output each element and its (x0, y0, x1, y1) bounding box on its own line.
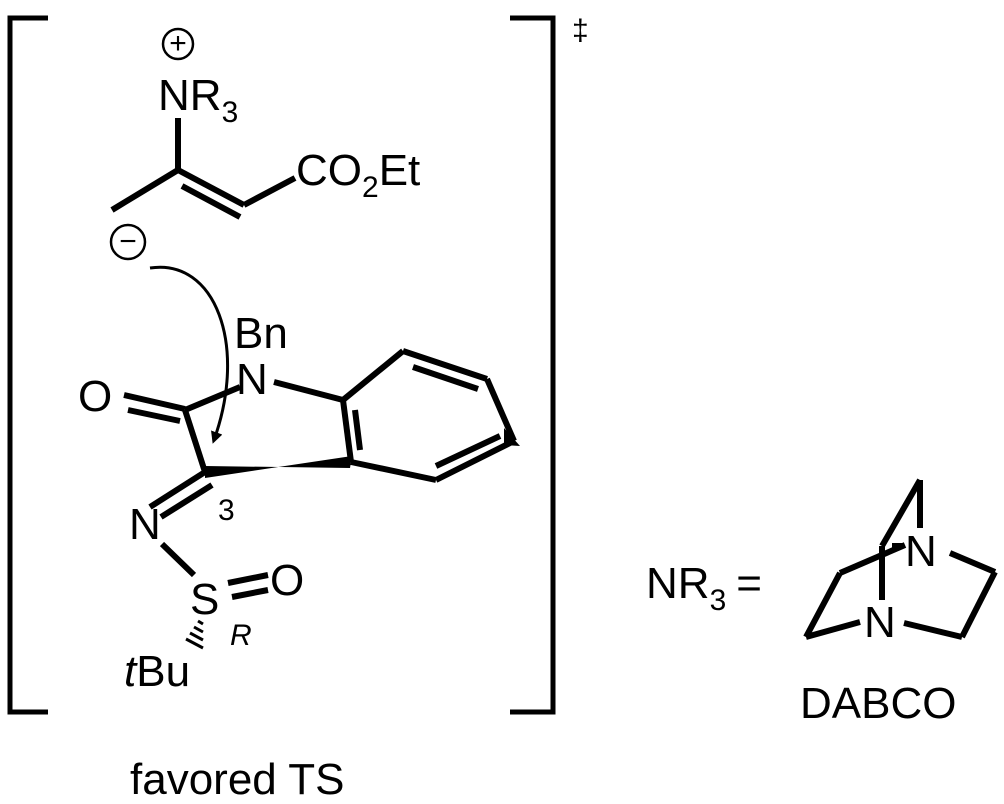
bond-n-c7a (273, 379, 344, 403)
bond-c-ester (242, 175, 297, 208)
dabco-definition: NR3= N N DABCO (646, 478, 998, 728)
ammonium-label: NR3 (158, 71, 238, 129)
wedge-c3-c3a (205, 456, 352, 478)
bond-c3-n-double-a (148, 469, 207, 510)
bond-c2-n (183, 384, 242, 413)
imine-n-label: N (129, 500, 161, 549)
carbonyl-o-label: O (78, 372, 112, 421)
bond-n-s (159, 541, 197, 578)
config-r-label: R (230, 619, 252, 652)
ts-left-bracket (7, 15, 48, 715)
bond-s-o-a (227, 572, 269, 586)
bond-c3-n-double-b (159, 482, 214, 520)
lactam-n-label: N (236, 355, 268, 404)
plus-charge-sign: + (169, 27, 187, 60)
double-dagger-symbol: ‡ (572, 14, 589, 47)
sulfinyl-o-label: O (270, 556, 304, 605)
plus-charge-circle (161, 27, 195, 61)
ts-right-bracket (510, 15, 556, 715)
minus-charge-circle (109, 223, 147, 261)
isatin-ketimine-fragment: Bn N O 3 N S O R (78, 309, 520, 696)
bond-s-o-b (231, 587, 269, 600)
tbu-label: tBu (124, 647, 190, 696)
benzene-ring (340, 348, 520, 483)
dabco-n-bottom: N (864, 598, 896, 647)
bond-c2-c3 (182, 409, 208, 473)
dabco-name-label: DABCO (800, 679, 956, 728)
caption-favored-ts: favored TS (130, 755, 344, 804)
dabco-n-top: N (905, 527, 937, 576)
sulfur-label: S (190, 575, 219, 624)
bond-c2-o-a (123, 392, 186, 412)
bond-c-c-double-b (180, 183, 242, 220)
enolate-fragment: + NR3 CO2Et − (109, 27, 420, 261)
bond-c2-o-b (127, 407, 181, 424)
minus-charge-sign: − (119, 225, 137, 258)
c3-locant: 3 (218, 494, 235, 527)
dabco-structure: N N (803, 478, 998, 647)
bond-c-methylene (110, 167, 180, 213)
benzyl-label: Bn (234, 309, 288, 358)
bond-c-c-double-a (176, 167, 246, 208)
ester-label: CO2Et (296, 146, 420, 204)
nr3-equals-label: NR3= (646, 559, 762, 617)
attack-arrow (149, 265, 230, 444)
hash-bond-s-tbu (185, 619, 204, 650)
